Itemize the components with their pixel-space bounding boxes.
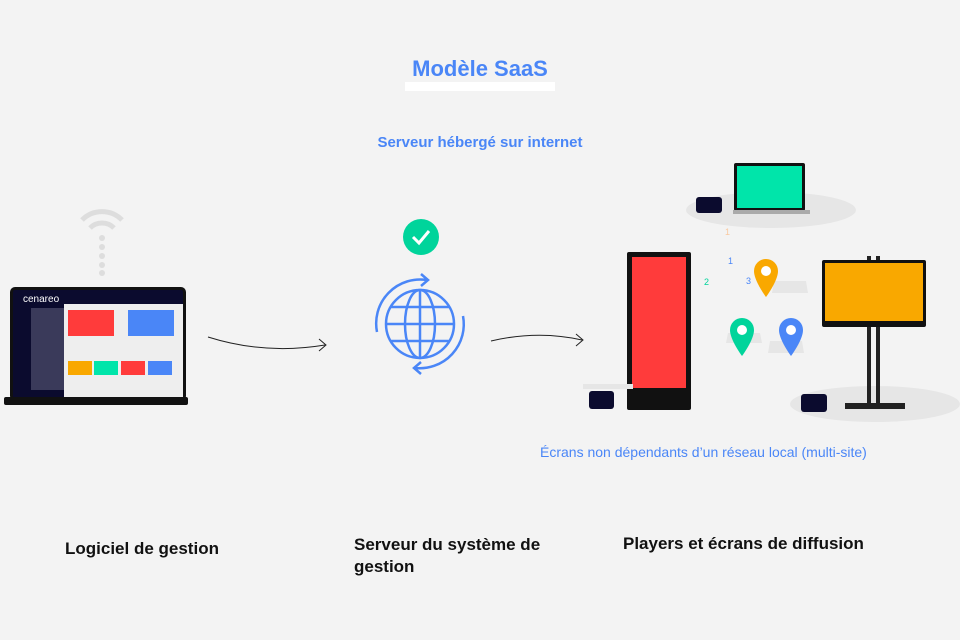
wifi-icon bbox=[80, 209, 124, 276]
location-pins-icon bbox=[726, 259, 808, 356]
check-badge-icon bbox=[403, 219, 439, 255]
label-1: 1 bbox=[728, 256, 734, 266]
caption-management-software: Logiciel de gestion bbox=[65, 539, 219, 558]
label-3: 3 bbox=[746, 276, 752, 286]
caption-players: Players et écrans de diffusion bbox=[623, 534, 864, 553]
title-underline bbox=[405, 82, 555, 91]
laptop-screen-green bbox=[734, 163, 805, 211]
page-title: Modèle SaaS bbox=[412, 56, 548, 81]
player-box bbox=[801, 394, 827, 412]
globe-sync-icon bbox=[374, 273, 465, 375]
stand-screen-orange bbox=[822, 260, 926, 327]
arrow-to-players bbox=[490, 333, 584, 347]
label-1-top: 1 bbox=[725, 227, 731, 237]
player-box bbox=[589, 391, 614, 409]
arrow-to-server bbox=[207, 336, 327, 352]
player-box bbox=[696, 197, 722, 213]
label-2: 2 bbox=[704, 277, 710, 287]
management-laptop: cenareo bbox=[10, 287, 186, 401]
brand-logo: cenareo bbox=[23, 294, 60, 305]
subtitle: Serveur hébergé sur internet bbox=[377, 134, 583, 151]
caption-server: Serveur du système de gestion bbox=[354, 535, 541, 576]
totem-screen-red bbox=[627, 252, 691, 410]
multi-site-note: Écrans non dépendants d’un réseau local … bbox=[540, 444, 867, 460]
